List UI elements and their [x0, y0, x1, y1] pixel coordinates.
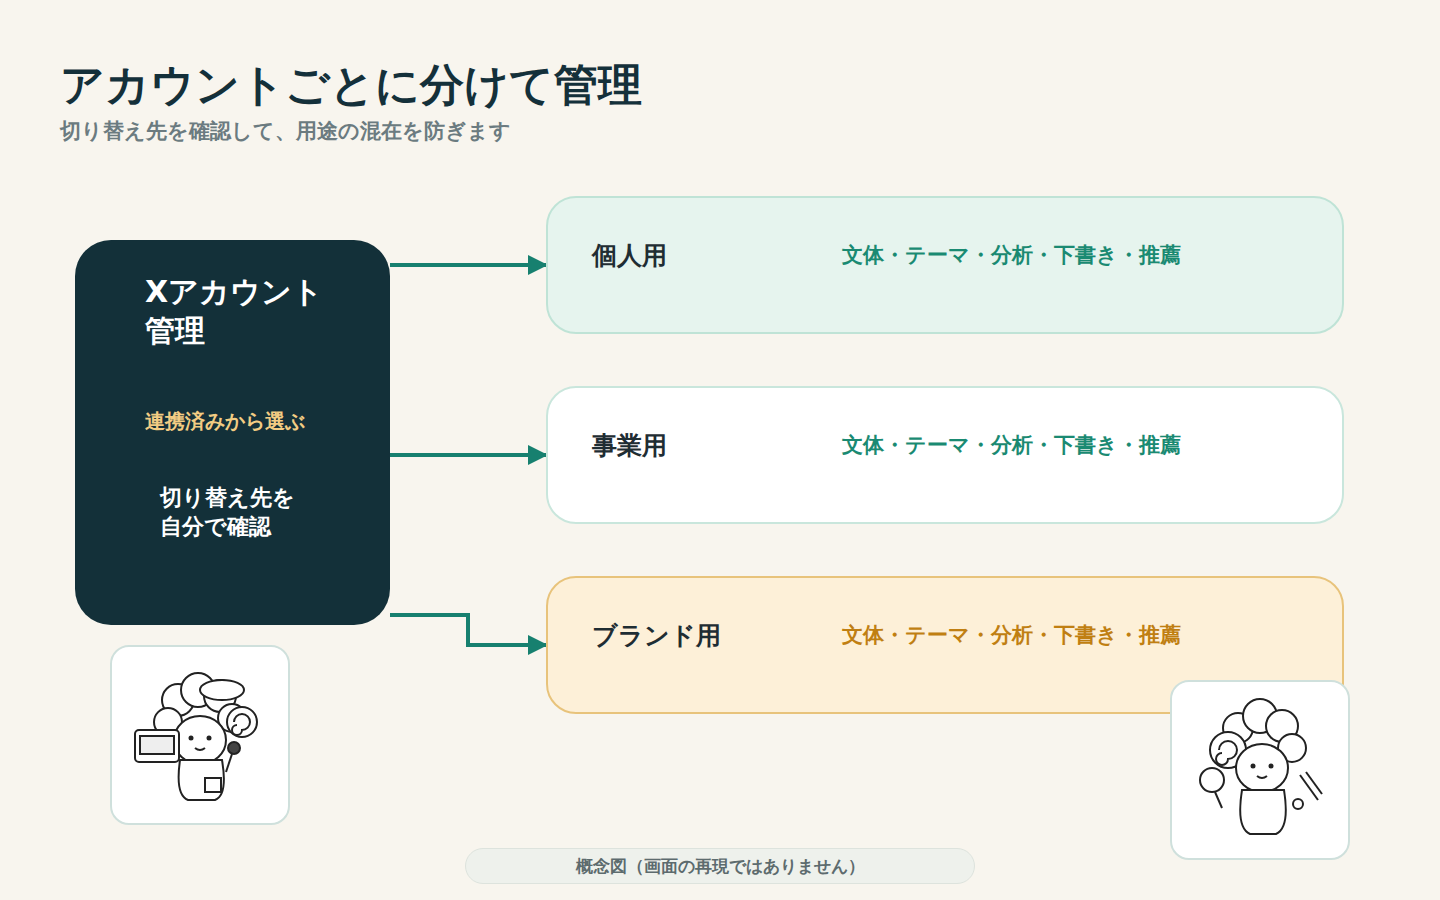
subtitle-label: 切り替え先を確認して、用途の混在を防ぎます [60, 117, 511, 145]
manager-box: Xアカウント 管理連携済みから選ぶ切り替え先を 自分で確認 [75, 240, 390, 625]
mascot-card [111, 646, 289, 824]
diagram-title: アカウントごとに分けて管理 [60, 56, 642, 115]
box-body: 文体・テーマ・分析・下書き・推薦 [842, 432, 1302, 459]
flow-arrow [390, 263, 546, 267]
mascot-card [1171, 681, 1349, 859]
box-heading: 個人用 [592, 240, 832, 273]
account-box: 個人用文体・テーマ・分析・下書き・推薦 [546, 196, 1344, 334]
box-body: 文体・テーマ・分析・下書き・推薦 [842, 242, 1302, 269]
account-box: ブランド用文体・テーマ・分析・下書き・推薦 [546, 576, 1344, 714]
box-body: 文体・テーマ・分析・下書き・推薦 [842, 622, 1302, 649]
diagram-caption: 概念図（画面の再現ではありません） [465, 848, 975, 884]
account-box: 事業用文体・テーマ・分析・下書き・推薦 [546, 386, 1344, 524]
box-heading: ブランド用 [592, 620, 832, 653]
flow-arrow [390, 453, 546, 457]
box-heading: Xアカウント 管理 [145, 272, 345, 350]
flow-arrow [390, 615, 546, 645]
box-body: 連携済みから選ぶ [145, 408, 375, 434]
box-body: 切り替え先を 自分で確認 [160, 484, 310, 541]
box-heading: 事業用 [592, 430, 832, 463]
